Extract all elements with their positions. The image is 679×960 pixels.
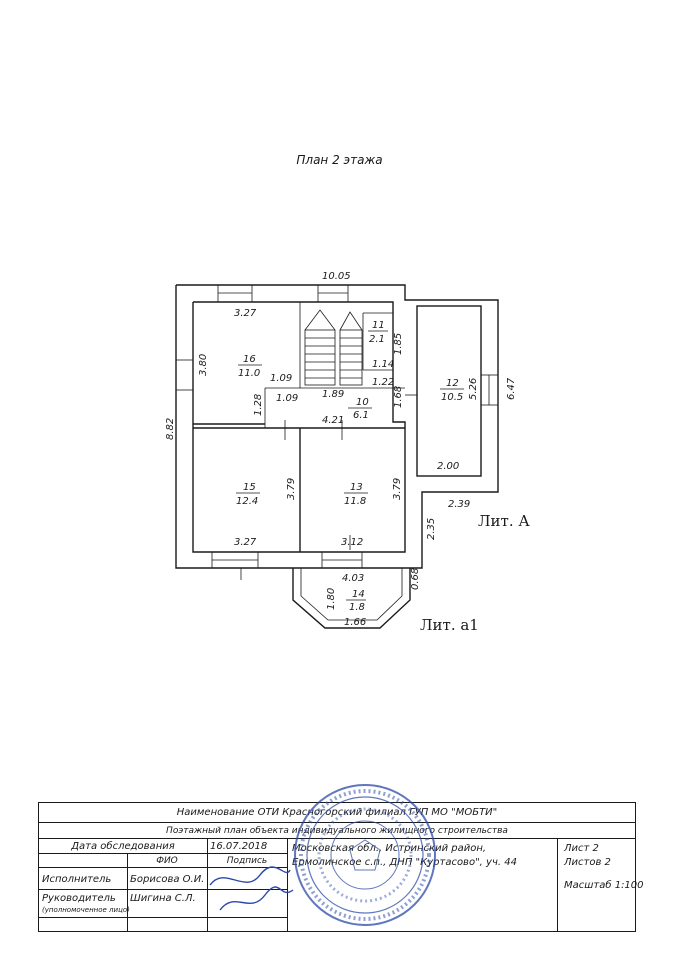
room-13-area: 11.8 xyxy=(344,496,366,507)
org-name: Наименование ОТИ Красногорский филиал ГУ… xyxy=(176,807,498,818)
room-10-area: 6.1 xyxy=(353,410,369,421)
dim-r10-width: 4.21 xyxy=(322,415,344,426)
room-16-number: 16 xyxy=(243,354,256,365)
room-15-number: 15 xyxy=(243,482,256,493)
dim-r11-width: 1.14 xyxy=(372,359,394,370)
room-12-area: 10.5 xyxy=(441,392,463,403)
fio-header: ФИО xyxy=(156,856,178,866)
bay-window xyxy=(292,568,411,629)
dim-bay-right: 0.68 xyxy=(410,568,421,590)
signature-scribble xyxy=(209,866,294,911)
dim-outer-right: 6.47 xyxy=(506,377,517,400)
dim-r12-width: 2.00 xyxy=(437,461,459,472)
dim-overall-width: 10.05 xyxy=(322,271,351,282)
dim-corr-height: 1.28 xyxy=(253,394,264,416)
outer-walls xyxy=(175,284,499,569)
dim-r13-width: 3.12 xyxy=(341,537,363,548)
executor-label: Исполнитель xyxy=(42,873,112,885)
room-13-number: 13 xyxy=(350,482,363,493)
sheet-number: Лист 2 xyxy=(564,842,599,854)
authorized-label: (уполномоченное лицо) xyxy=(42,906,130,914)
dim-bay-bottom: 1.66 xyxy=(344,617,366,628)
room-14-number: 14 xyxy=(352,589,365,600)
label-lit-a: Лит. А xyxy=(478,512,530,530)
title-block: Наименование ОТИ Красногорский филиал ГУ… xyxy=(38,802,644,932)
dim-r15-height: 3.79 xyxy=(286,478,297,500)
room-11-number: 11 xyxy=(372,320,385,331)
org-row: Наименование ОТИ Красногорский филиал ГУ… xyxy=(39,803,635,823)
address-line-2: Ермолинское с.п., ДНП "Куртасово", уч. 4… xyxy=(292,856,517,868)
dim-r12-height: 5.26 xyxy=(468,378,479,400)
room-14-area: 1.8 xyxy=(349,602,365,613)
address-line-1: Московская обл., Истринский район, xyxy=(292,842,487,854)
dim-step-v: 2.35 xyxy=(426,518,437,540)
dim-bay-left: 1.80 xyxy=(326,588,337,610)
head-label: Руководитель xyxy=(42,892,116,904)
sign-header: Подпись xyxy=(226,856,268,866)
label-lit-a1: Лит. а1 xyxy=(420,616,479,634)
survey-date: 16.07.2018 xyxy=(210,840,268,852)
plan-title: План 2 этажа xyxy=(296,153,383,167)
dim-r15-width: 3.27 xyxy=(234,537,257,548)
dim-r16-width: 3.27 xyxy=(234,308,257,319)
head-name: Шигина С.Л. xyxy=(130,892,196,904)
door-markers xyxy=(240,394,417,580)
room-12-number: 12 xyxy=(446,378,459,389)
room-11-area: 2.1 xyxy=(369,334,385,345)
doc-title: Поэтажный план объекта индивидуального ж… xyxy=(166,825,508,836)
dim-r16-height: 3.80 xyxy=(198,354,209,376)
room-15-area: 12.4 xyxy=(236,496,258,507)
executor-name: Борисова О.И. xyxy=(130,873,205,885)
dim-r16-inner: 1.09 xyxy=(270,373,292,384)
room-16-area: 11.0 xyxy=(238,368,260,379)
dim-r11-height: 1.85 xyxy=(393,333,404,355)
survey-label: Дата обследования xyxy=(71,840,175,852)
staircase xyxy=(304,309,363,386)
dim-bay-top: 4.03 xyxy=(342,573,364,584)
sheet-count: Листов 2 xyxy=(564,856,611,868)
official-seal xyxy=(294,784,436,926)
dim-step-h: 2.39 xyxy=(448,499,470,510)
doc-title-row: Поэтажный план объекта индивидуального ж… xyxy=(39,823,635,839)
dim-corr-left: 1.09 xyxy=(276,393,298,404)
dim-stair-bottom: 1.89 xyxy=(322,389,344,400)
interior-walls xyxy=(193,302,405,552)
scale: Масштаб 1:100 xyxy=(564,879,644,891)
room-10-number: 10 xyxy=(356,397,369,408)
dim-r10-top: 1.22 xyxy=(372,377,394,388)
dim-r10-side: 1.68 xyxy=(393,386,404,408)
dim-r13-height: 3.79 xyxy=(392,478,403,500)
dim-overall-height: 8.82 xyxy=(165,418,176,440)
